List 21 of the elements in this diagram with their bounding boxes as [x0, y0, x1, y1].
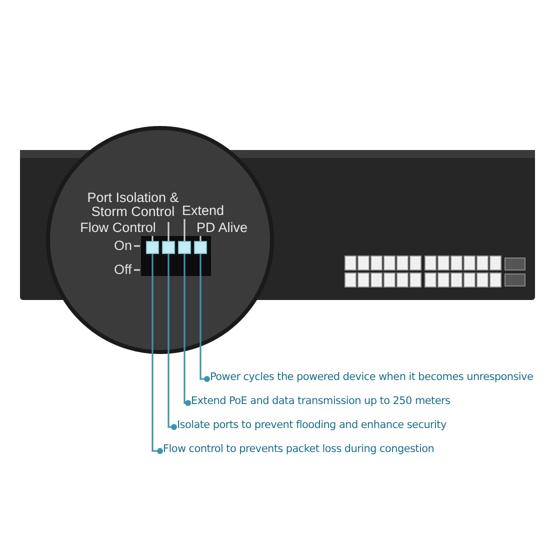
connector-line — [168, 254, 177, 430]
feature-description: Isolate ports to prevent flooding and enhance security — [177, 419, 497, 435]
leader-line — [200, 236, 202, 241]
feature-description: Extend PoE and data transmission up to 250 meters — [191, 395, 491, 411]
dip-switch-toggle — [146, 241, 159, 254]
dip-switch-toggle — [162, 241, 175, 254]
connector-line — [152, 254, 163, 454]
switch-label: Flow Control — [78, 221, 158, 235]
feature-description: Flow control to prevents packet loss during congestion — [163, 443, 483, 459]
switch-position-label: Off — [114, 262, 132, 277]
feature-description: Power cycles the powered device when it becomes unresponsive — [210, 371, 545, 387]
switch-label: PD Alive — [193, 221, 251, 235]
switch-label: Extend — [180, 204, 226, 218]
switch-position-label: On — [114, 238, 132, 253]
connector-line — [200, 254, 210, 382]
leader-line — [152, 236, 154, 241]
leader-line — [184, 219, 186, 241]
dip-switch-toggle — [178, 241, 191, 254]
connector-line — [184, 254, 191, 406]
leader-line — [168, 222, 170, 241]
dip-switch-toggle — [194, 241, 207, 254]
